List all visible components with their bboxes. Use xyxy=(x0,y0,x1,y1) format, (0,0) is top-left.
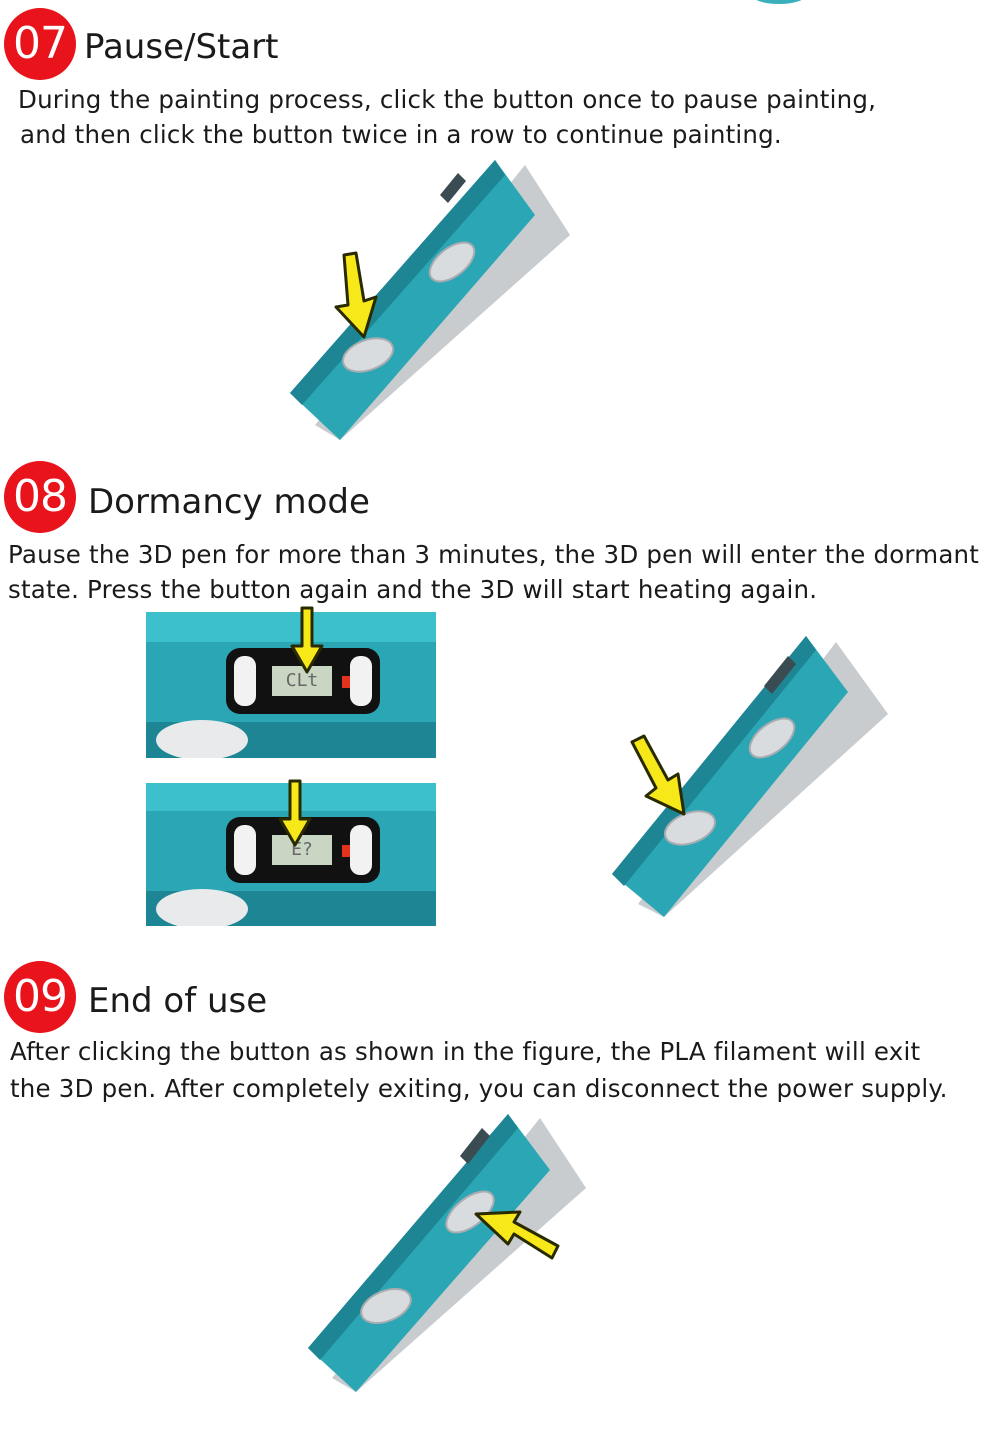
step-09-pen-image xyxy=(308,1114,586,1392)
step-09-badge: 09 xyxy=(4,961,76,1033)
step-08-description-line1: Pause the 3D pen for more than 3 minutes… xyxy=(8,540,980,569)
lcd-bottom-arrow xyxy=(278,779,312,847)
step-08-description-line2: state. Press the button again and the 3D… xyxy=(8,575,818,604)
step-08-pen-image xyxy=(612,636,888,917)
step-07-pen-image xyxy=(290,160,570,440)
step-07-description-line1: During the painting process, click the b… xyxy=(18,85,877,114)
step-07-title: Pause/Start xyxy=(84,27,279,67)
pen-upper-button xyxy=(445,1190,495,1234)
lcd-panel: E? xyxy=(226,817,380,883)
step-08-title: Dormancy mode xyxy=(88,482,370,522)
step-09-title: End of use xyxy=(88,981,268,1021)
yellow-arrow-icon xyxy=(334,251,378,339)
pen-illustration xyxy=(290,160,570,440)
step-09-description-line1: After clicking the button as shown in th… xyxy=(10,1037,921,1066)
yellow-arrow-icon xyxy=(290,606,324,674)
step-09-description-line2: the 3D pen. After completely exiting, yo… xyxy=(10,1074,948,1103)
pen-lower-button xyxy=(360,1288,412,1324)
pen-upper-button xyxy=(428,241,476,283)
pen-illustration xyxy=(612,636,888,917)
pen-illustration xyxy=(308,1114,586,1392)
lcd-display: CLt xyxy=(272,666,332,696)
lcd-top-arrow xyxy=(290,606,324,674)
step-08-badge: 08 xyxy=(4,461,76,533)
yellow-arrow-icon xyxy=(630,734,686,816)
pen-upper-button xyxy=(748,717,796,759)
lcd-display: E? xyxy=(272,835,332,865)
pen-lower-button xyxy=(342,337,394,373)
step-07-description-line2: and then click the button twice in a row… xyxy=(20,120,782,149)
top-decoration xyxy=(752,0,806,4)
lcd-closeup-top: CLt xyxy=(146,612,436,758)
lcd-panel: CLt xyxy=(226,648,380,714)
step-07-badge: 07 xyxy=(4,8,76,80)
yellow-arrow-icon xyxy=(474,1210,560,1260)
yellow-arrow-icon xyxy=(278,779,312,847)
